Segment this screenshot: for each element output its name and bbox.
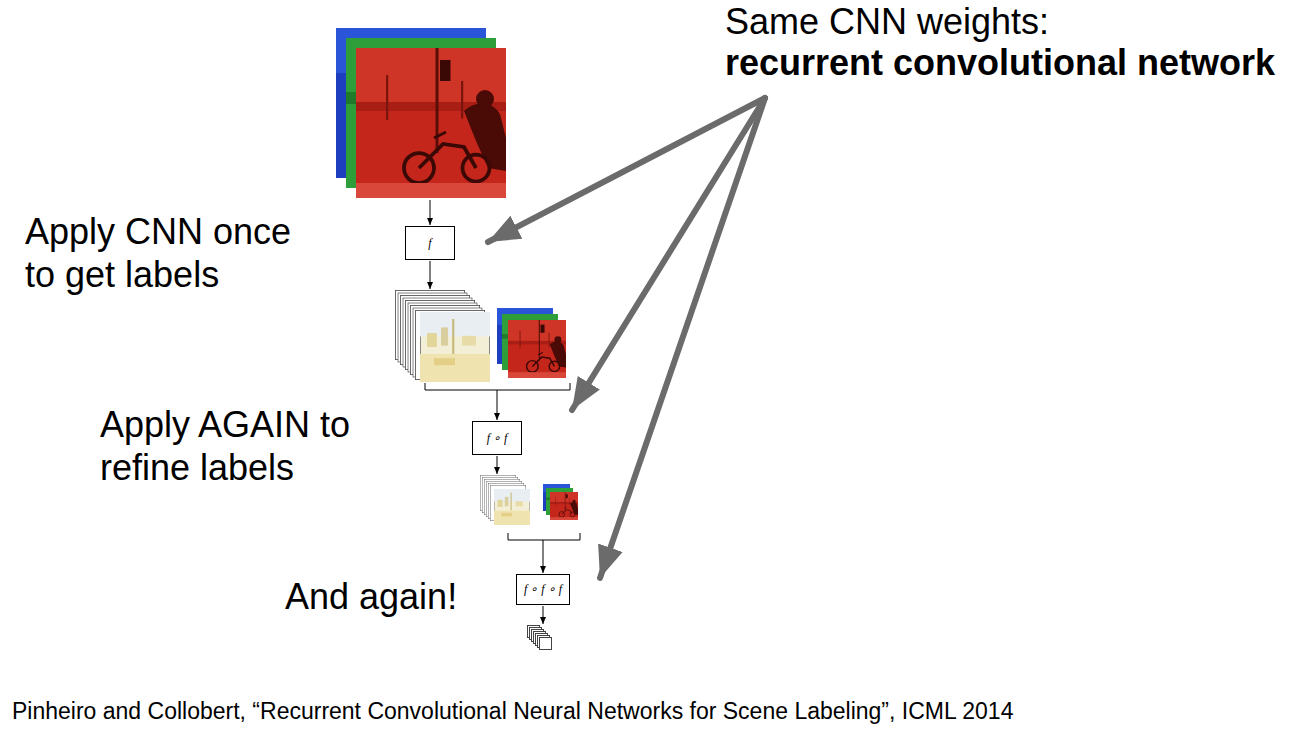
process-box: f [405,226,455,260]
feature-map-stack [480,475,530,525]
callout-arrows [488,98,765,578]
flow-line [430,200,431,225]
citation-caption: Pinheiro and Collobert, “Recurrent Convo… [12,698,1013,725]
flow-line [430,261,431,289]
step-note: And again! [285,575,457,618]
output-map-stack [528,626,552,650]
step-note: Apply CNN once to get labels [25,210,315,296]
function-label: f ∘ f [487,431,508,446]
process-box: f ∘ f ∘ f [516,574,570,605]
callout-title: recurrent convolutional network [725,42,1275,83]
input-image-stack [336,28,506,198]
bracket [425,383,570,390]
flow-line [543,606,544,624]
function-label: f [428,236,431,251]
callout-heading: Same CNN weights: [725,1,1049,42]
input-image-stack [497,308,566,378]
process-box: f ∘ f [472,421,522,455]
flow-line [497,390,498,420]
bracket [508,533,580,540]
input-image-stack [543,484,578,520]
flow-line [543,540,544,573]
flow-line [497,456,498,474]
feature-map-stack [395,290,490,382]
function-label: f ∘ f ∘ f [524,582,562,597]
step-note: Apply AGAIN to refine labels [100,403,375,489]
